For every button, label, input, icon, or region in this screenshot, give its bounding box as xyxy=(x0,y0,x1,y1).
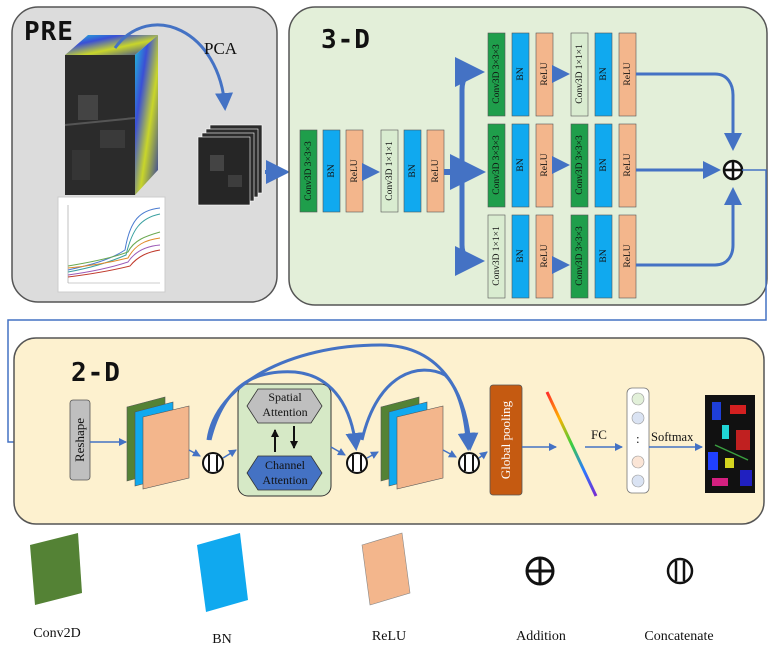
legend-bn-label: BN xyxy=(212,632,232,647)
mid-bn-b-label: BN xyxy=(599,158,609,172)
top-bn-a-block xyxy=(511,32,530,117)
reshape-label: Reshape xyxy=(72,417,87,463)
stem-bn2-label: BN xyxy=(408,164,418,178)
spectral-curves-image xyxy=(57,196,166,293)
bn-swatch xyxy=(197,533,248,612)
legend-relu-label: ReLU xyxy=(371,629,407,644)
pca-arrow xyxy=(113,23,234,111)
stem-relu2-label: ReLU xyxy=(431,159,441,183)
concatenate-icon-2 xyxy=(346,452,368,474)
hyperspectral-cube-image xyxy=(64,35,158,195)
mid-conv-a-block xyxy=(487,123,506,208)
channel-attention-block xyxy=(246,455,323,491)
legend-concatenate-label: Concatenate xyxy=(644,629,714,644)
softmax-label: Softmax xyxy=(651,430,694,444)
stem-bn-block xyxy=(322,129,341,213)
spatial-attention-label: Spatial Attention xyxy=(262,390,308,419)
bot-bn-a-label: BN xyxy=(516,249,526,263)
mid-bn-b-block xyxy=(594,123,613,208)
stem-conv2-label: Conv3D 1×1×1 xyxy=(385,141,395,201)
stem-conv-label: Conv3D 3×3×3 xyxy=(304,141,314,201)
pre-title: PRE xyxy=(24,17,74,47)
concatenate-icon-1 xyxy=(202,452,224,474)
concatenate-legend-icon xyxy=(666,557,694,585)
bot-bn-b-block xyxy=(594,214,613,299)
conv2d-swatch xyxy=(30,533,82,605)
pre-panel xyxy=(11,6,278,303)
global-pooling-block xyxy=(489,384,523,496)
stem-relu-label: ReLU xyxy=(350,159,360,183)
bot-conv-a-block xyxy=(487,214,506,299)
three-d-panel xyxy=(288,6,768,306)
top-bn-a-label: BN xyxy=(516,67,526,81)
two-d-title: 2-D xyxy=(71,358,121,388)
skip-connection-2 xyxy=(208,370,364,451)
top-bn-b-label: BN xyxy=(599,67,609,81)
mid-relu-b-block xyxy=(618,123,637,208)
classification-map-image xyxy=(705,395,755,493)
stem-bn2-block xyxy=(403,129,422,213)
stem-conv-block xyxy=(299,129,318,213)
three-d-title: 3-D xyxy=(321,25,371,55)
fc-label: FC xyxy=(591,427,607,442)
mid-conv-b-block xyxy=(570,123,589,208)
bot-conv-a-label: Conv3D 1×1×1 xyxy=(492,226,502,286)
feature-maps-1 xyxy=(126,396,190,490)
addition-icon xyxy=(722,159,744,181)
attention-module xyxy=(237,383,332,497)
legend xyxy=(30,532,694,612)
top-conv-b-block xyxy=(570,32,589,117)
relu-swatch xyxy=(361,532,411,606)
bot-bn-b-label: BN xyxy=(599,249,609,263)
mid-relu-b-label: ReLU xyxy=(623,153,633,177)
stem-conv2-block xyxy=(380,129,399,213)
mid-conv-a-label: Conv3D 3×3×3 xyxy=(492,135,502,195)
stem-bn-label: BN xyxy=(327,164,337,178)
legend-conv2d-label: Conv2D xyxy=(33,626,81,641)
legend-addition-label: Addition xyxy=(516,629,566,644)
bot-bn-a-block xyxy=(511,214,530,299)
top-bn-b-block xyxy=(594,32,613,117)
top-relu-b-label: ReLU xyxy=(623,62,633,86)
feature-vector-gradient xyxy=(545,391,598,497)
top-conv-a-label: Conv3D 3×3×3 xyxy=(492,44,502,104)
top-conv-a-block xyxy=(487,32,506,117)
mid-bn-a-block xyxy=(511,123,530,208)
bot-relu-a-label: ReLU xyxy=(540,244,550,268)
feature-maps-2 xyxy=(380,396,444,490)
bot-relu-b-block xyxy=(618,214,637,299)
concatenate-icon-3 xyxy=(458,452,480,474)
mid-bn-a-label: BN xyxy=(516,158,526,172)
top-relu-a-label: ReLU xyxy=(540,62,550,86)
global-pooling-label: Global pooling xyxy=(498,400,513,480)
fc-layer xyxy=(626,387,650,494)
fc-dots-label: : xyxy=(636,431,640,446)
top-conv-b-label: Conv3D 1×1×1 xyxy=(575,44,585,104)
addition-legend-icon xyxy=(525,556,555,586)
two-d-panel xyxy=(13,337,765,525)
bot-conv-b-label: Conv3D 3×3×3 xyxy=(575,226,585,286)
reshape-block xyxy=(69,399,91,481)
mid-conv-b-label: Conv3D 3×3×3 xyxy=(575,135,585,195)
spatial-attention-block xyxy=(246,388,323,424)
pca-reduced-stack-image xyxy=(197,124,263,206)
bot-conv-b-block xyxy=(570,214,589,299)
pca-label: PCA xyxy=(204,39,238,58)
channel-attention-label: Channel Attention xyxy=(262,458,308,487)
mid-relu-a-label: ReLU xyxy=(540,153,550,177)
bot-relu-b-label: ReLU xyxy=(623,244,633,268)
skip-connection-3 xyxy=(360,368,476,451)
